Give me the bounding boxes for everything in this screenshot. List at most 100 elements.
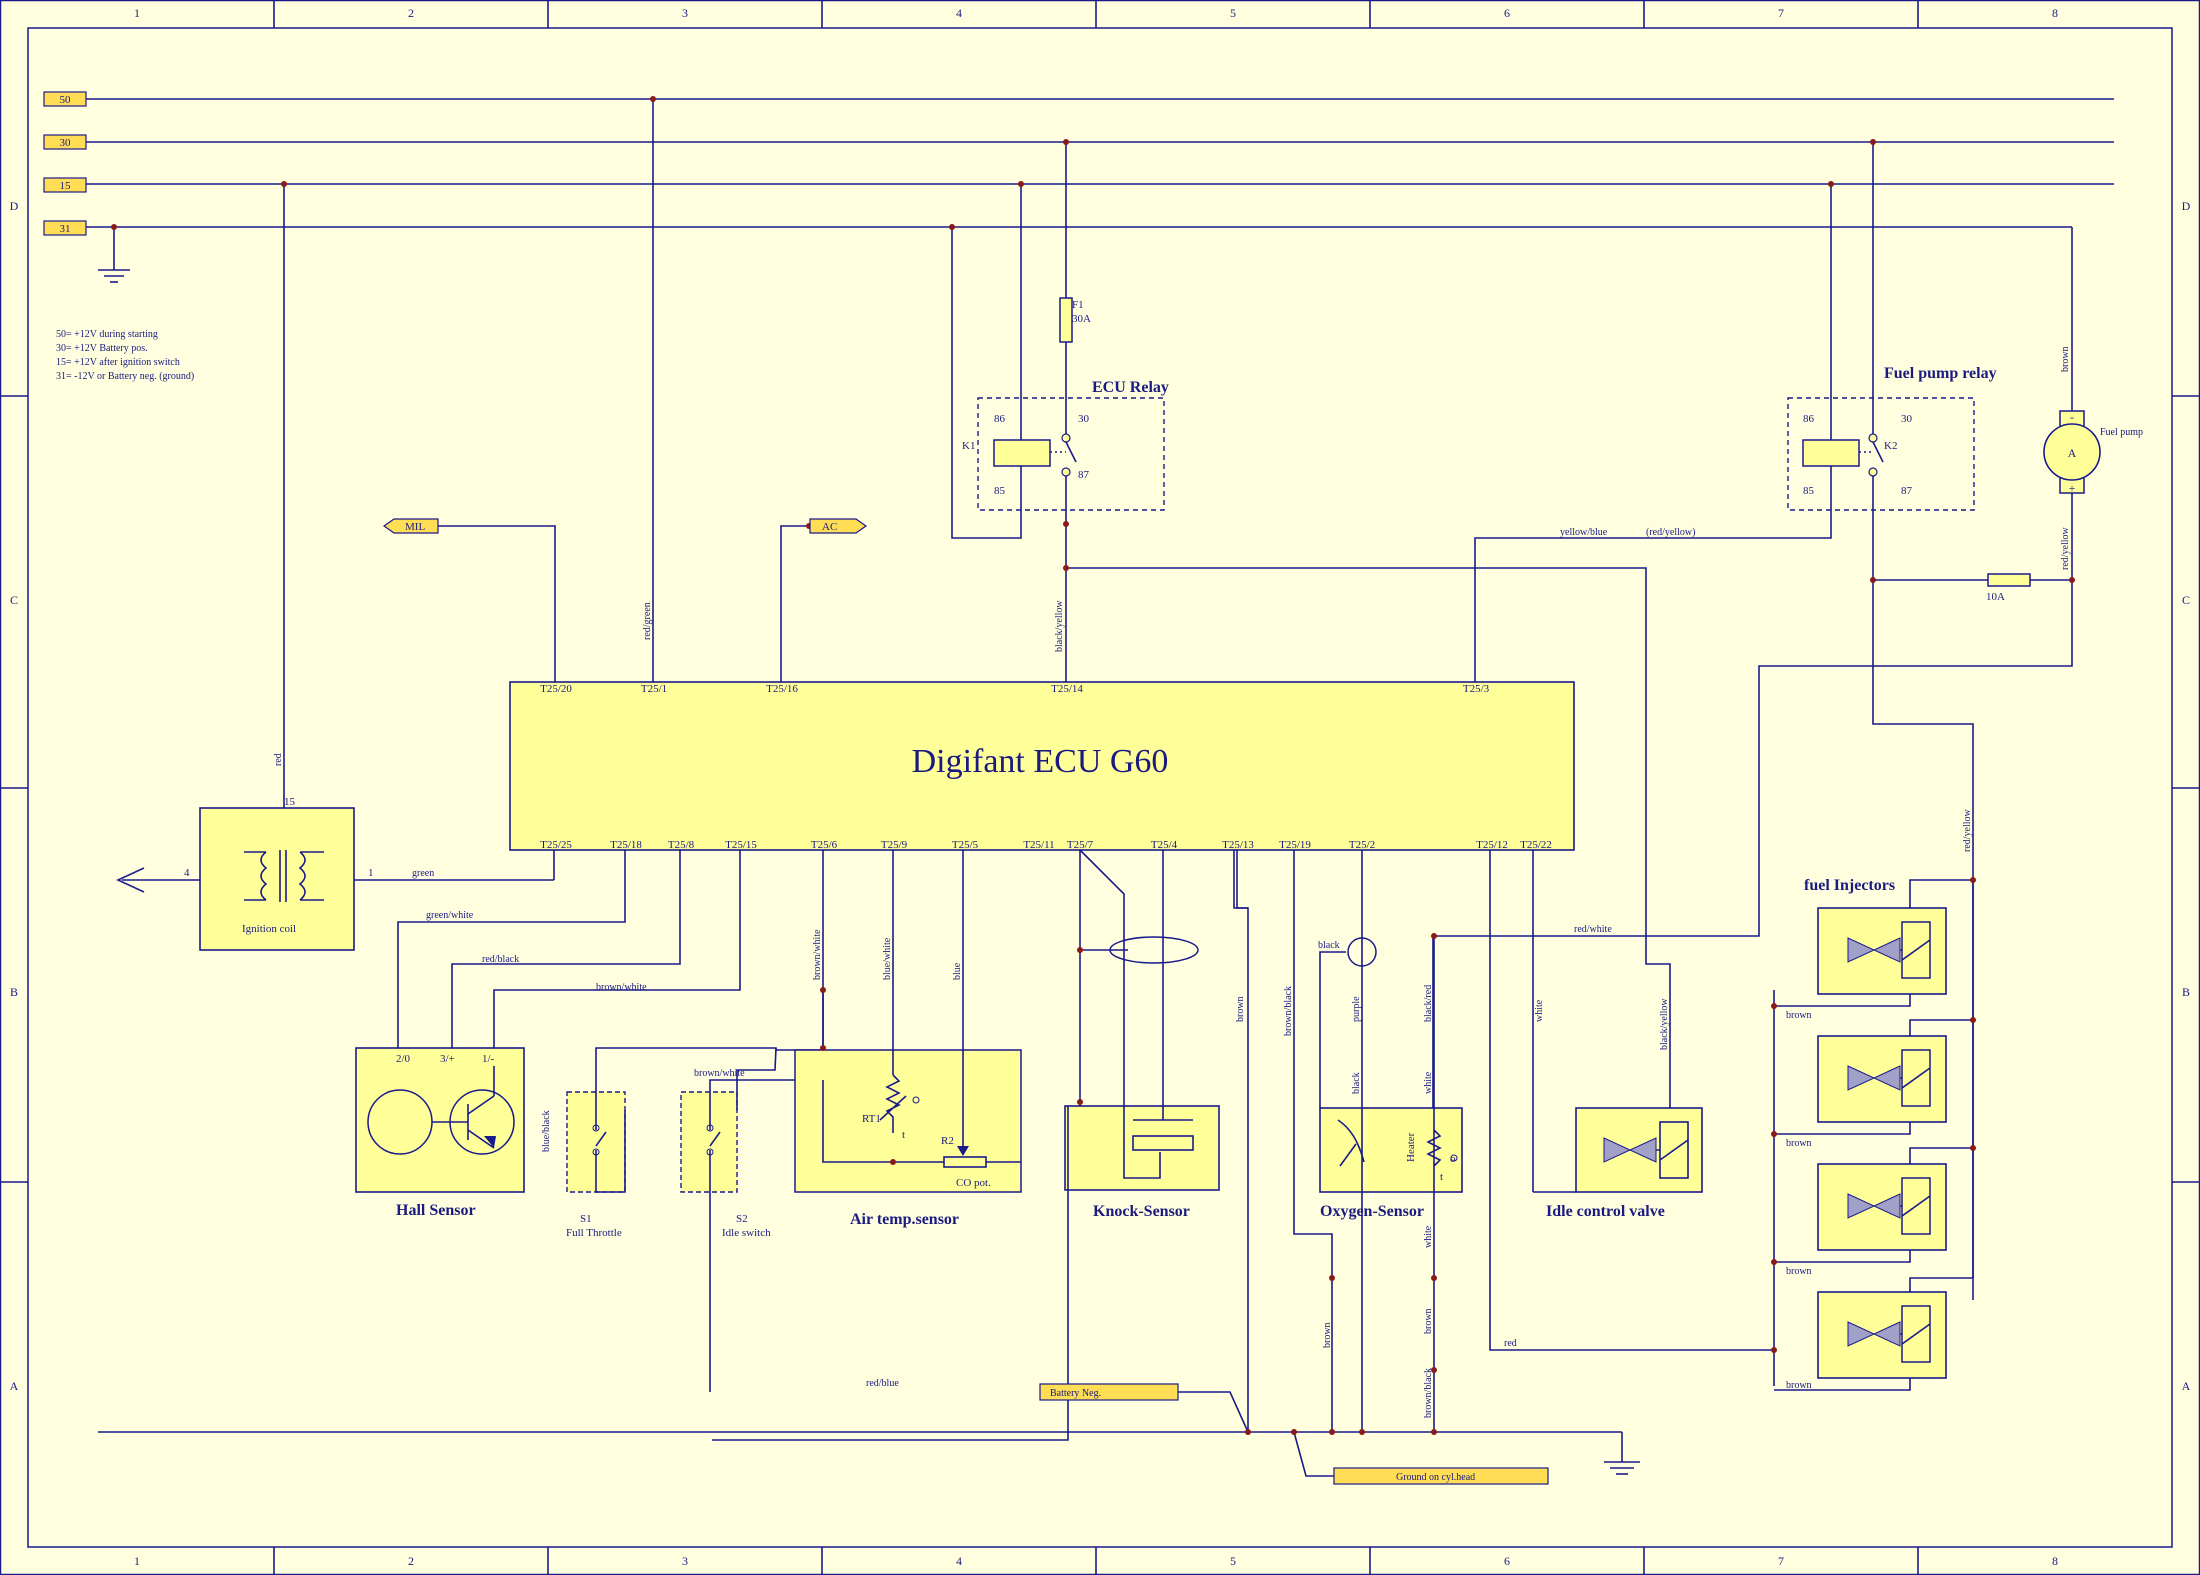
wire-label: brown xyxy=(1423,1308,1434,1334)
wire-label: (red/yellow) xyxy=(1646,527,1695,538)
air-temp-t: t xyxy=(902,1129,905,1141)
row-label-left: D xyxy=(10,199,19,213)
s2-ref: S2 xyxy=(736,1213,748,1225)
s1-ref: S1 xyxy=(580,1213,592,1225)
wire-label: black/red xyxy=(1423,985,1434,1022)
col-label-top: 6 xyxy=(1504,6,1510,20)
ground-bus: Battery Neg. Ground on cyl.head xyxy=(98,850,1640,1485)
col-label-bottom: 4 xyxy=(956,1554,962,1568)
oxygen-o: o xyxy=(1450,1153,1456,1165)
ecu-pin-bottom: T25/8 xyxy=(668,839,695,851)
tag-ac-label: AC xyxy=(822,521,837,533)
ecu-pin-top: T25/20 xyxy=(540,683,572,695)
wire-label: red/yellow xyxy=(2060,526,2071,570)
switch-s2: S2 Idle switch xyxy=(680,990,824,1392)
fuel-injectors-label: fuel Injectors xyxy=(1804,877,1895,894)
fuel-pump-relay-ref: K2 xyxy=(1884,440,1897,452)
hall-sensor-label: Hall Sensor xyxy=(396,1202,476,1219)
s2-label: Idle switch xyxy=(722,1227,771,1239)
ecu-relay-pin: 86 xyxy=(994,413,1006,425)
ecu-relay: ECU Relay K1 86 30 85 87 F1 30A xyxy=(962,299,1169,511)
wire-label: white xyxy=(1423,1071,1434,1094)
ecu-relay-ref: K1 xyxy=(962,440,975,452)
fuse-f1-ref: F1 xyxy=(1072,299,1084,311)
hall-sensor-pin: 2/0 xyxy=(396,1053,411,1065)
wire-label: black/yellow xyxy=(1659,998,1670,1050)
fuel-pump-symbol: A xyxy=(2068,446,2077,460)
ecu-pin-top: T25/16 xyxy=(766,683,798,695)
row-label-right: B xyxy=(2182,985,2190,999)
ignition-coil-pin: 4 xyxy=(184,867,190,879)
idle-control-valve-label: Idle control valve xyxy=(1546,1203,1665,1220)
rail-legend: 50= +12V during starting 30= +12V Batter… xyxy=(56,329,194,382)
fuel-pump-relay-title: Fuel pump relay xyxy=(1884,365,1997,382)
wire-label: black xyxy=(1351,1072,1362,1094)
wire-label: brown xyxy=(1786,1138,1812,1149)
battery-neg-tag: Battery Neg. xyxy=(1050,1388,1101,1399)
ecu-pin-bottom: T25/25 xyxy=(540,839,572,851)
ecu-pin-bottom: T25/2 xyxy=(1349,839,1375,851)
col-label-bottom: 6 xyxy=(1504,1554,1510,1568)
ecu-pin-bottom: T25/6 xyxy=(811,839,838,851)
wire-label: purple xyxy=(1351,996,1362,1022)
wire-label: green/white xyxy=(426,910,474,921)
wire-label: brown xyxy=(2060,346,2071,372)
ecu-pin-top: T25/14 xyxy=(1051,683,1083,695)
ecu-pin-bottom: T25/13 xyxy=(1222,839,1254,851)
ecu-pin-bottom: T25/22 xyxy=(1520,839,1552,851)
ecu-pin-top: T25/3 xyxy=(1463,683,1490,695)
ecu-relay-pin: 87 xyxy=(1078,469,1090,481)
ignition-coil: Ignition coil 15 4 1 xyxy=(116,796,555,951)
fuel-pump-relay-pin: 86 xyxy=(1803,413,1815,425)
wire-label: brown/black xyxy=(1423,1368,1434,1418)
wire-label: brown xyxy=(1786,1010,1812,1021)
wire-label: blue xyxy=(952,962,963,980)
wire-label: brown/black xyxy=(1283,986,1294,1036)
wire-label: brown xyxy=(1786,1380,1812,1391)
wire-label: black xyxy=(1318,940,1340,951)
col-label-top: 3 xyxy=(682,6,688,20)
wire-label: white xyxy=(1534,999,1545,1022)
legend-line: 50= +12V during starting xyxy=(56,329,158,340)
wire-labels: red red/green black/yellow yellow/blue (… xyxy=(273,346,2071,1418)
ecu-pin-bottom: T25/4 xyxy=(1151,839,1178,851)
wire-label: brown/white xyxy=(812,929,823,980)
legend-line: 30= +12V Battery pos. xyxy=(56,343,148,354)
col-label-top: 4 xyxy=(956,6,962,20)
fuel-injectors: fuel Injectors xyxy=(1489,850,1974,1391)
wire-label: red/green xyxy=(642,602,653,640)
wire-label: white xyxy=(1423,1225,1434,1248)
row-label-right: C xyxy=(2182,593,2190,607)
ecu-block: Digifant ECU G60 T25/20 T25/1 T25/16 T25… xyxy=(509,681,1575,851)
fuel-pump-relay-pin: 85 xyxy=(1803,485,1815,497)
oxygen-sensor-label: Oxygen-Sensor xyxy=(1320,1203,1424,1220)
fuel-pump-label: Fuel pump xyxy=(2100,427,2143,438)
fuel-pump-relay: Fuel pump relay K2 86 30 85 87 10A xyxy=(1787,365,2005,603)
fuse-10a-rating: 10A xyxy=(1986,591,2005,603)
wire-label: brown xyxy=(1322,1322,1333,1348)
ecu-title: Digifant ECU G60 xyxy=(912,743,1169,780)
legend-line: 15= +12V after ignition switch xyxy=(56,357,180,368)
hall-sensor: Hall Sensor 2/0 3/+ 1/- xyxy=(355,850,741,1219)
air-temp-co: CO pot. xyxy=(956,1177,991,1189)
row-label-left: A xyxy=(10,1379,19,1393)
ecu-pin-bottom: T25/5 xyxy=(952,839,979,851)
row-label-left: B xyxy=(10,985,18,999)
ecu-pin-bottom: T25/7 xyxy=(1067,839,1094,851)
fuel-pump-relay-pin: 30 xyxy=(1901,413,1913,425)
wire-label: red/black xyxy=(482,954,519,965)
fuse-f1-rating: 30A xyxy=(1072,313,1091,325)
oxygen-heater: Heater xyxy=(1405,1132,1417,1162)
row-label-left: C xyxy=(10,593,18,607)
idle-control-valve: Idle control valve xyxy=(1532,850,1703,1220)
ecu-pin-bottom: T25/11 xyxy=(1023,839,1054,851)
hall-sensor-pin: 3/+ xyxy=(440,1053,455,1065)
top-wiring xyxy=(283,99,2073,1300)
wire-label: red/white xyxy=(1574,924,1612,935)
wire-label: blue/white xyxy=(882,937,893,980)
rail-label-30: 30 xyxy=(60,137,72,149)
wire-label: brown xyxy=(1235,996,1246,1022)
wire-label: yellow/blue xyxy=(1560,527,1608,538)
col-label-top: 8 xyxy=(2052,6,2058,20)
